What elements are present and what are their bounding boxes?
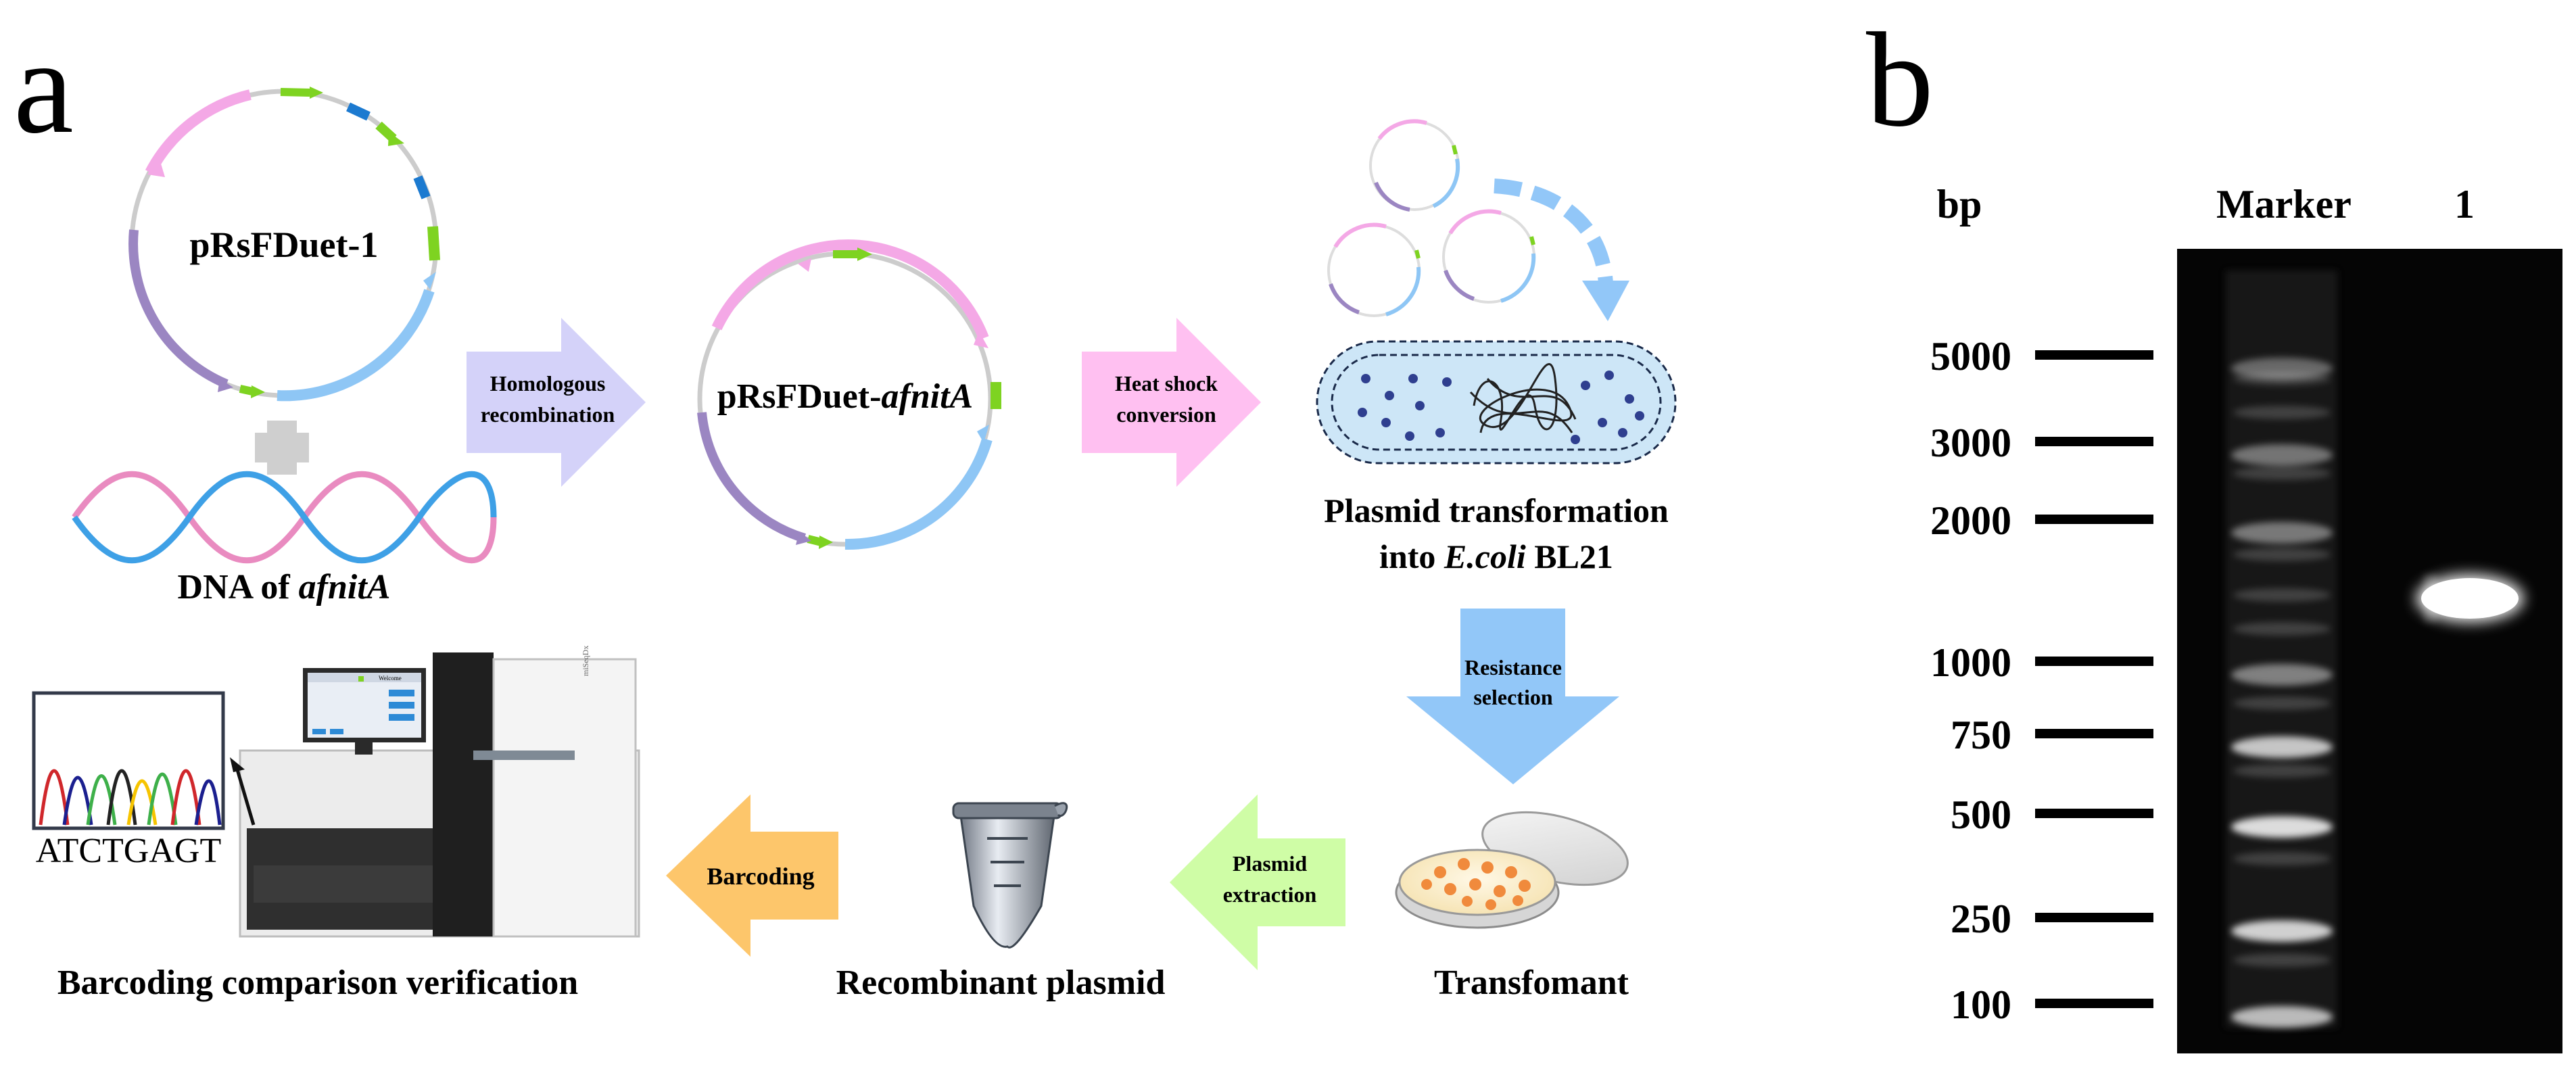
marker-band-2000 xyxy=(2231,522,2333,544)
marker-band-250 xyxy=(2231,920,2333,942)
marker-smear-band xyxy=(2233,764,2331,778)
svg-text:recombination: recombination xyxy=(481,402,615,427)
marker-smear-band xyxy=(2233,953,2331,967)
pointer-arrow-icon xyxy=(230,757,256,826)
transformant-label: Transfomant xyxy=(1434,963,1629,1002)
ladder-tick-3000 xyxy=(2035,437,2153,446)
plasmid-prsfduet-1: pRsFDuet-1 xyxy=(128,87,440,402)
svg-text:Barcoding: Barcoding xyxy=(707,863,814,890)
svg-text:miSeqDx: miSeqDx xyxy=(581,646,590,676)
svg-text:extraction: extraction xyxy=(1223,882,1317,907)
transformation-caption-line1: Plasmid transformation xyxy=(1324,492,1669,529)
marker-band-3000 xyxy=(2231,444,2333,466)
panel-a-label: a xyxy=(14,12,74,162)
chromatogram-icon xyxy=(32,691,225,830)
panel-b-label: b xyxy=(1866,5,1934,155)
dna-helix-icon xyxy=(72,471,497,564)
svg-text:Homologous: Homologous xyxy=(490,371,606,396)
marker-smear-band xyxy=(2233,467,2331,480)
ladder-label-750: 750 xyxy=(1951,713,2011,757)
transformation-caption-line2: into E.coli BL21 xyxy=(1379,538,1613,575)
gel-ladder: 5000 3000 2000 1000 750 500 250 100 xyxy=(1930,334,2153,1027)
marker-smear-band xyxy=(2233,696,2331,710)
marker-smear-band xyxy=(2233,622,2331,636)
gel-marker-label: Marker xyxy=(2216,182,2352,227)
marker-smear-band xyxy=(2233,406,2331,419)
ladder-tick-5000 xyxy=(2035,350,2153,360)
recombinant-plasmid-label: Recombinant plasmid xyxy=(836,963,1166,1002)
chromatogram-sequence: ATCTGAGT xyxy=(36,832,221,870)
ladder-tick-500 xyxy=(2035,809,2153,818)
ladder-label-5000: 5000 xyxy=(1930,334,2011,379)
ladder-tick-750 xyxy=(2035,729,2153,738)
small-plasmids-icon xyxy=(1327,119,1536,317)
plasmid2-name: pRsFDuet-afnitA xyxy=(717,377,974,416)
arrow-heat-shock-conversion: Heat shock conversion xyxy=(1082,318,1261,487)
ecoli-cell-icon xyxy=(1316,340,1677,465)
gel-lane1-label: 1 xyxy=(2454,182,2475,227)
arrow-barcoding: Barcoding xyxy=(666,794,838,957)
svg-text:Welcome: Welcome xyxy=(379,675,402,682)
dashed-curved-arrow xyxy=(1494,178,1629,321)
svg-text:Plasmid: Plasmid xyxy=(1233,851,1307,876)
ladder-label-2000: 2000 xyxy=(1930,498,2011,543)
marker-smear-band xyxy=(2233,588,2331,602)
ladder-tick-100 xyxy=(2035,999,2153,1008)
verification-label: Barcoding comparison verification xyxy=(57,963,578,1002)
ladder-label-250: 250 xyxy=(1951,897,2011,941)
marker-band-1000 xyxy=(2231,664,2333,686)
marker-band-500 xyxy=(2231,816,2333,838)
marker-band-100 xyxy=(2231,1006,2333,1028)
gel-bp-label: bp xyxy=(1937,182,1982,227)
marker-smear-band xyxy=(2233,548,2331,561)
arrow-plasmid-extraction: Plasmid extraction xyxy=(1170,794,1345,970)
ladder-label-500: 500 xyxy=(1951,792,2011,837)
ladder-label-3000: 3000 xyxy=(1930,421,2011,465)
marker-band-750 xyxy=(2231,736,2333,758)
sequencer-machine-icon: Welcome miSeqDx xyxy=(239,646,640,938)
marker-smear-band xyxy=(2233,852,2331,865)
arrow-homologous-recombination: Homologous recombination xyxy=(467,318,646,487)
gel-image xyxy=(2177,249,2562,1053)
microtube-icon xyxy=(952,802,1068,949)
svg-text:conversion: conversion xyxy=(1116,402,1216,427)
plus-icon xyxy=(255,421,309,475)
petri-dish-icon xyxy=(1395,811,1629,929)
dna-caption: DNA of afnitA xyxy=(178,568,391,606)
ladder-tick-1000 xyxy=(2035,657,2153,666)
ladder-label-1000: 1000 xyxy=(1930,640,2011,685)
svg-text:Heat shock: Heat shock xyxy=(1115,371,1218,396)
ladder-tick-250 xyxy=(2035,913,2153,922)
plasmid-prsfduet-afnita: pRsFDuet-afnitA xyxy=(697,239,1001,550)
svg-text:Resistance: Resistance xyxy=(1464,655,1562,680)
plasmid1-name: pRsFDuet-1 xyxy=(190,224,379,265)
marker-smear-band xyxy=(2233,372,2331,385)
arrow-resistance-selection: Resistance selection xyxy=(1406,609,1619,784)
svg-text:selection: selection xyxy=(1473,685,1553,709)
ladder-label-100: 100 xyxy=(1951,982,2011,1027)
ladder-tick-2000 xyxy=(2035,515,2153,524)
